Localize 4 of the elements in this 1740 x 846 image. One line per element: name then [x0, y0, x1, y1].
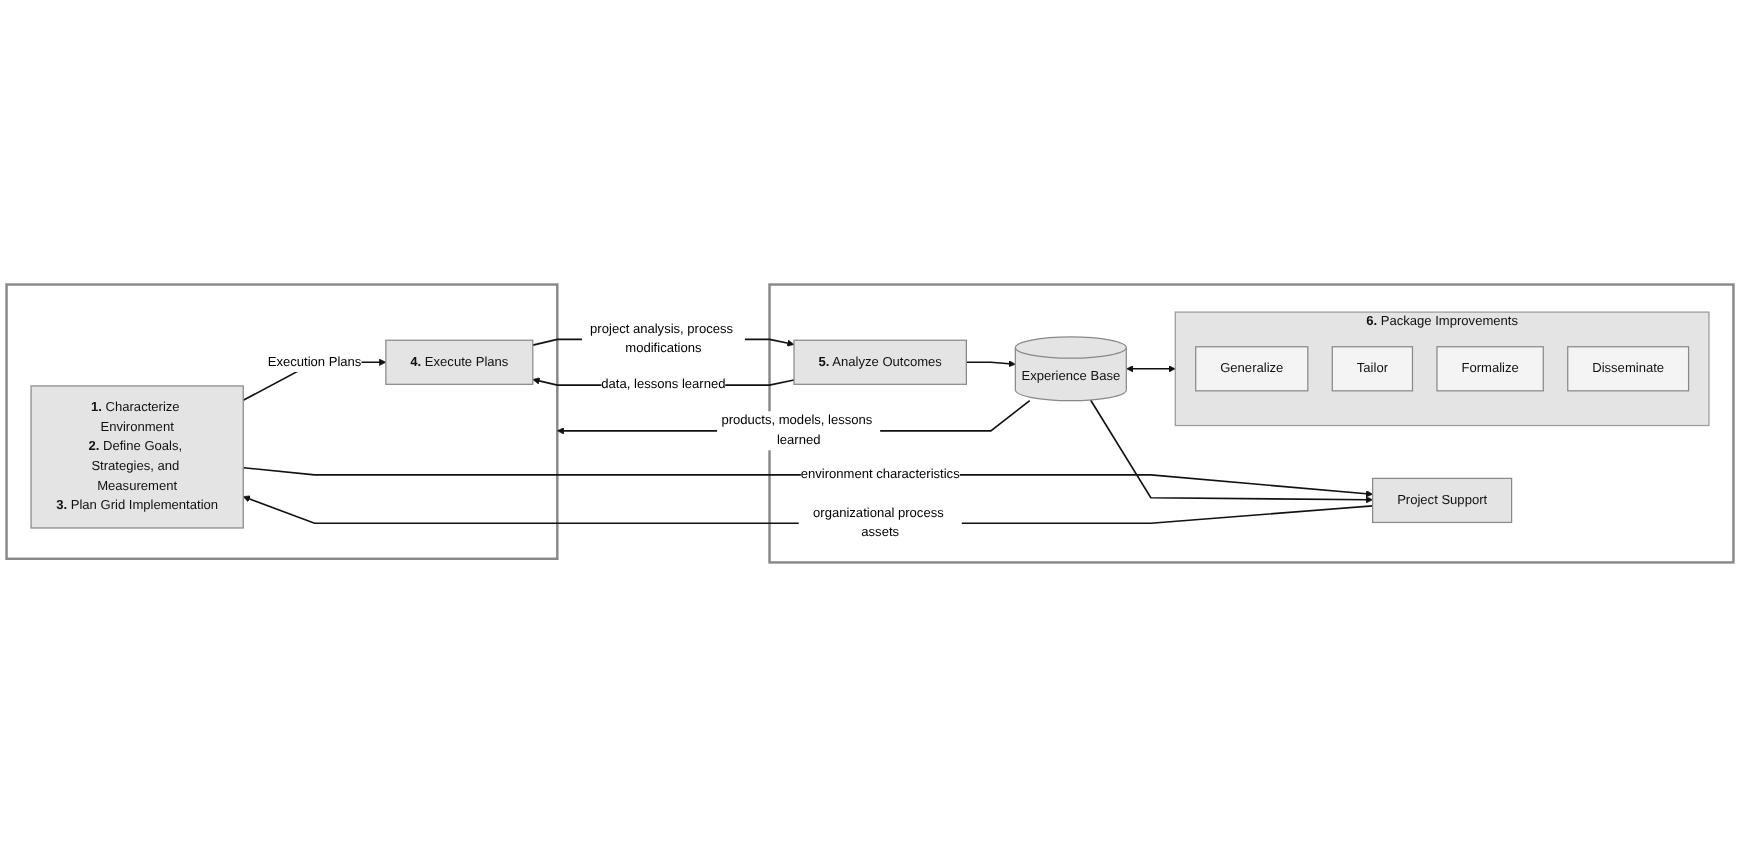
cluster — [5, 282, 559, 560]
arrow — [965, 359, 1016, 367]
arrow — [1089, 398, 1373, 503]
arrow — [1126, 364, 1176, 372]
